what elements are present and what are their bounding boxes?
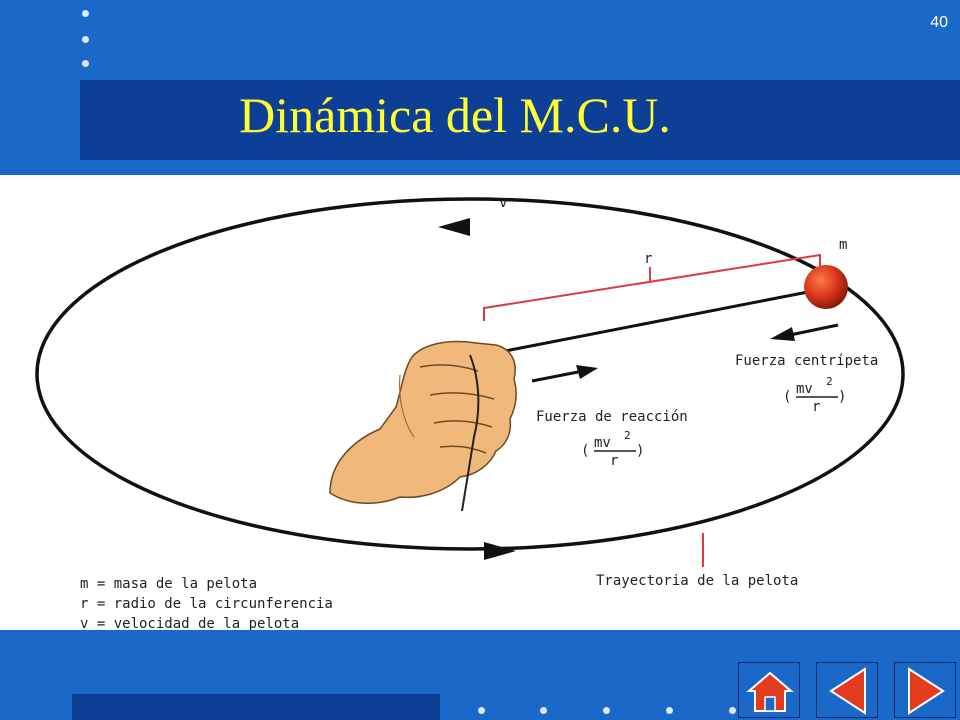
reaction-paren-open: ( bbox=[581, 443, 589, 459]
next-button[interactable] bbox=[894, 662, 956, 718]
diagram-panel: v r m Fuerza centrípeta ( mv 2 r ) Fue bbox=[0, 175, 960, 630]
centripetal-numerator: mv bbox=[796, 381, 813, 397]
reaction-numerator: mv bbox=[594, 435, 611, 451]
radius-bracket bbox=[483, 253, 821, 321]
previous-button[interactable] bbox=[816, 662, 878, 718]
centripetal-label: Fuerza centrípeta bbox=[735, 353, 878, 369]
velocity-arrowhead-bottom bbox=[484, 542, 516, 560]
hand-illustration bbox=[329, 340, 517, 512]
orbit-ellipse bbox=[35, 197, 905, 551]
ball bbox=[804, 265, 848, 309]
triangle-left-icon bbox=[829, 667, 866, 715]
centripetal-arrowhead bbox=[770, 327, 795, 341]
centripetal-paren-close: ) bbox=[838, 389, 846, 405]
circular-motion-diagram: v r m Fuerza centrípeta ( mv 2 r ) Fue bbox=[35, 195, 905, 630]
velocity-label: v bbox=[499, 195, 507, 211]
triangle-right-icon bbox=[908, 667, 945, 715]
title-bar: Dinámica del M.C.U. bbox=[80, 80, 960, 160]
reaction-label: Fuerza de reacción bbox=[536, 409, 688, 425]
legend-line-mass: m = masa de la pelota bbox=[80, 576, 257, 592]
slide-number: 40 bbox=[930, 14, 948, 31]
string-line bbox=[499, 290, 809, 354]
mass-label: m bbox=[839, 237, 847, 253]
home-button[interactable] bbox=[738, 662, 800, 718]
trajectory-label: Trayectoria de la pelota bbox=[596, 573, 798, 589]
radius-label: r bbox=[644, 251, 652, 267]
centripetal-paren-open: ( bbox=[783, 389, 791, 405]
reaction-paren-close: ) bbox=[636, 443, 644, 459]
centripetal-denominator: r bbox=[812, 399, 820, 415]
reaction-arrow-shaft bbox=[531, 370, 579, 383]
legend-line-radius: r = radio de la circunferencia bbox=[80, 596, 333, 612]
home-icon bbox=[746, 671, 794, 712]
legend-line-velocity: v = velocidad de la pelota bbox=[80, 616, 299, 630]
centripetal-arrow-shaft bbox=[789, 323, 839, 337]
reaction-exponent: 2 bbox=[624, 429, 631, 442]
reaction-denominator: r bbox=[610, 453, 618, 469]
slide-title: Dinámica del M.C.U. bbox=[239, 87, 671, 143]
velocity-arrowhead-top bbox=[438, 218, 470, 236]
reaction-arrowhead bbox=[576, 365, 598, 379]
centripetal-exponent: 2 bbox=[826, 375, 833, 388]
bottom-bar bbox=[72, 694, 440, 720]
